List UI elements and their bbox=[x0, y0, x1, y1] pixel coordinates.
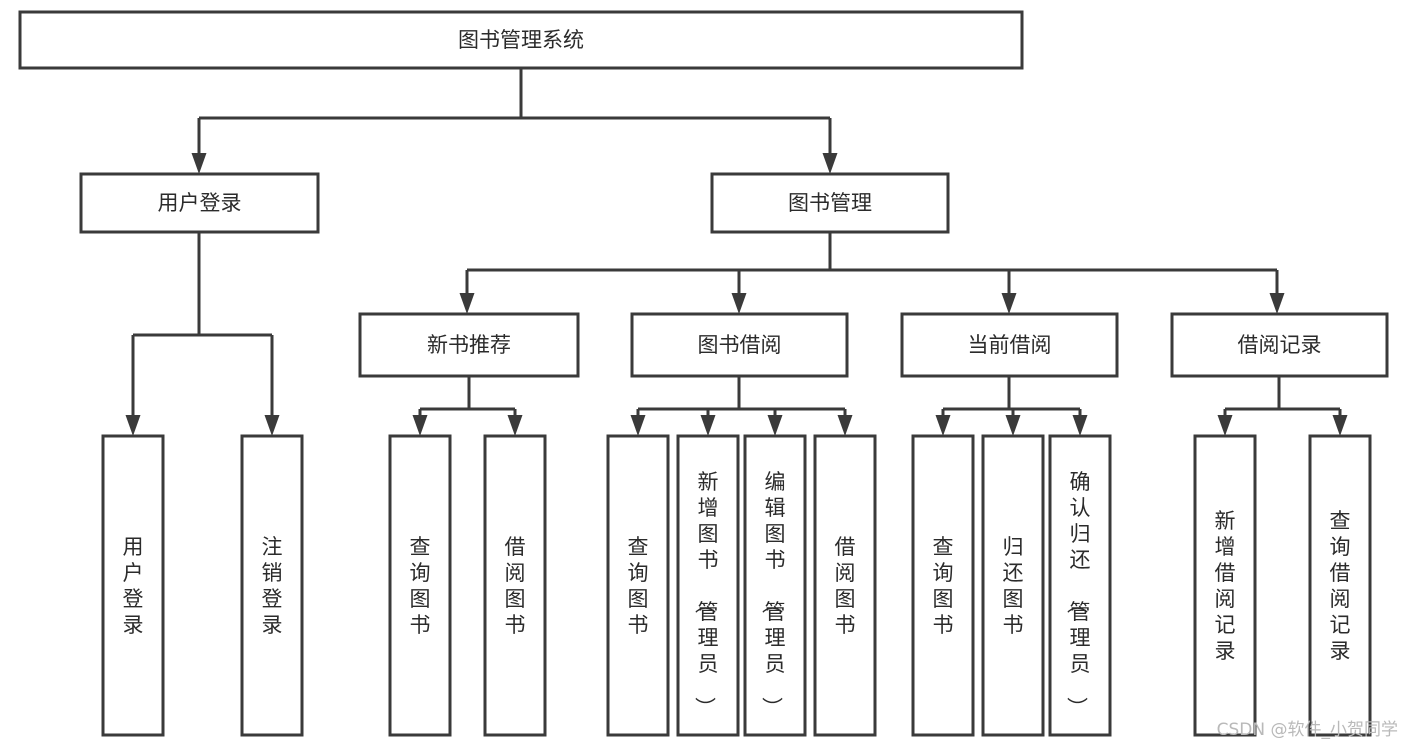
node-box[interactable] bbox=[358, 312, 580, 378]
arrow-head-icon bbox=[1005, 415, 1021, 436]
node-borrow-record[interactable]: 借阅记录 bbox=[1170, 312, 1389, 378]
node-box[interactable] bbox=[911, 434, 975, 737]
node-label: 当前借阅 bbox=[968, 333, 1052, 357]
node-new-book-rec[interactable]: 新书推荐 bbox=[358, 312, 580, 378]
connectors-layer bbox=[125, 68, 1348, 436]
node-box[interactable] bbox=[483, 434, 547, 737]
node-box[interactable] bbox=[981, 434, 1045, 737]
node-label: 新书推荐 bbox=[427, 333, 511, 357]
arrow-head-icon bbox=[459, 293, 475, 314]
node-user-login[interactable]: 用户登录 bbox=[79, 172, 320, 234]
node-label: 图书管理系统 bbox=[458, 28, 584, 52]
node-leaf-user-logout[interactable]: 注销登录 bbox=[240, 434, 304, 737]
arrow-head-icon bbox=[935, 415, 951, 436]
node-label: 确认归还（管理员） bbox=[1065, 470, 1091, 718]
arrow-head-icon bbox=[767, 415, 783, 436]
node-label: 借阅记录 bbox=[1238, 333, 1322, 357]
node-leaf-user-login[interactable]: 用户登录 bbox=[101, 434, 165, 737]
arrow-head-icon bbox=[837, 415, 853, 436]
node-leaf-confirm-return[interactable]: 确认归还（管理员） bbox=[1048, 434, 1112, 737]
node-box[interactable] bbox=[900, 312, 1119, 378]
node-label: 借阅图书 bbox=[505, 535, 526, 637]
connector-c-root bbox=[191, 68, 838, 174]
node-box[interactable] bbox=[388, 434, 452, 737]
arrow-head-icon bbox=[700, 415, 716, 436]
connector-c-user-login bbox=[125, 232, 280, 436]
watermark-label: CSDN @软件_小贺同学 bbox=[1217, 720, 1398, 740]
node-label: 新增图书（管理员） bbox=[693, 470, 719, 718]
node-leaf-query-book-1[interactable]: 查询图书 bbox=[388, 434, 452, 737]
node-box[interactable] bbox=[813, 434, 877, 737]
node-current-borrow[interactable]: 当前借阅 bbox=[900, 312, 1119, 378]
node-box[interactable] bbox=[606, 434, 670, 737]
connector-c-current-borrow bbox=[935, 376, 1088, 436]
arrow-head-icon bbox=[1001, 293, 1017, 314]
node-label: 新增借阅记录 bbox=[1215, 509, 1236, 663]
node-label: 图书管理 bbox=[788, 191, 872, 215]
node-box[interactable] bbox=[18, 10, 1024, 70]
node-label: 图书借阅 bbox=[698, 333, 782, 357]
node-label: 查询图书 bbox=[410, 535, 431, 637]
arrow-head-icon bbox=[412, 415, 428, 436]
node-label: 归还图书 bbox=[1003, 535, 1024, 637]
node-box[interactable] bbox=[1170, 312, 1389, 378]
nodes-layer: 图书管理系统用户登录图书管理新书推荐图书借阅当前借阅借阅记录用户登录注销登录查询… bbox=[18, 10, 1389, 737]
node-box[interactable] bbox=[743, 434, 807, 737]
node-leaf-borrow-book-2[interactable]: 借阅图书 bbox=[813, 434, 877, 737]
node-label: 编辑图书（管理员） bbox=[760, 470, 786, 718]
node-box[interactable] bbox=[630, 312, 849, 378]
arrow-head-icon bbox=[1217, 415, 1233, 436]
node-leaf-edit-book[interactable]: 编辑图书（管理员） bbox=[743, 434, 807, 737]
node-label: 用户登录 bbox=[158, 191, 242, 215]
connector-c-new-book-rec bbox=[412, 376, 523, 436]
node-box[interactable] bbox=[1308, 434, 1372, 737]
node-root[interactable]: 图书管理系统 bbox=[18, 10, 1024, 70]
node-label: 借阅图书 bbox=[835, 535, 856, 637]
node-leaf-query-book-3[interactable]: 查询图书 bbox=[911, 434, 975, 737]
node-leaf-query-book-2[interactable]: 查询图书 bbox=[606, 434, 670, 737]
node-box[interactable] bbox=[710, 172, 950, 234]
arrow-head-icon bbox=[191, 153, 207, 174]
node-leaf-add-record[interactable]: 新增借阅记录 bbox=[1193, 434, 1257, 737]
connector-c-borrow-record bbox=[1217, 376, 1348, 436]
node-box[interactable] bbox=[1048, 434, 1112, 737]
node-box[interactable] bbox=[79, 172, 320, 234]
node-book-manage[interactable]: 图书管理 bbox=[710, 172, 950, 234]
node-label: 注销登录 bbox=[262, 535, 283, 637]
node-book-borrow[interactable]: 图书借阅 bbox=[630, 312, 849, 378]
node-label: 查询图书 bbox=[628, 535, 649, 637]
arrow-head-icon bbox=[630, 415, 646, 436]
node-box[interactable] bbox=[240, 434, 304, 737]
connector-c-book-borrow bbox=[630, 376, 853, 436]
node-leaf-query-record[interactable]: 查询借阅记录 bbox=[1308, 434, 1372, 737]
node-box[interactable] bbox=[101, 434, 165, 737]
node-leaf-return-book[interactable]: 归还图书 bbox=[981, 434, 1045, 737]
arrow-head-icon bbox=[1072, 415, 1088, 436]
node-box[interactable] bbox=[676, 434, 740, 737]
node-label: 查询图书 bbox=[933, 535, 954, 637]
node-leaf-add-book[interactable]: 新增图书（管理员） bbox=[676, 434, 740, 737]
arrow-head-icon bbox=[1332, 415, 1348, 436]
arrow-head-icon bbox=[507, 415, 523, 436]
arrow-head-icon bbox=[264, 415, 280, 436]
node-label: 用户登录 bbox=[123, 535, 144, 637]
connector-c-book-manage bbox=[459, 232, 1285, 314]
arrow-head-icon bbox=[731, 293, 747, 314]
node-label: 查询借阅记录 bbox=[1330, 509, 1351, 663]
arrow-head-icon bbox=[822, 153, 838, 174]
arrow-head-icon bbox=[1269, 293, 1285, 314]
node-box[interactable] bbox=[1193, 434, 1257, 737]
node-leaf-borrow-book-1[interactable]: 借阅图书 bbox=[483, 434, 547, 737]
arrow-head-icon bbox=[125, 415, 141, 436]
